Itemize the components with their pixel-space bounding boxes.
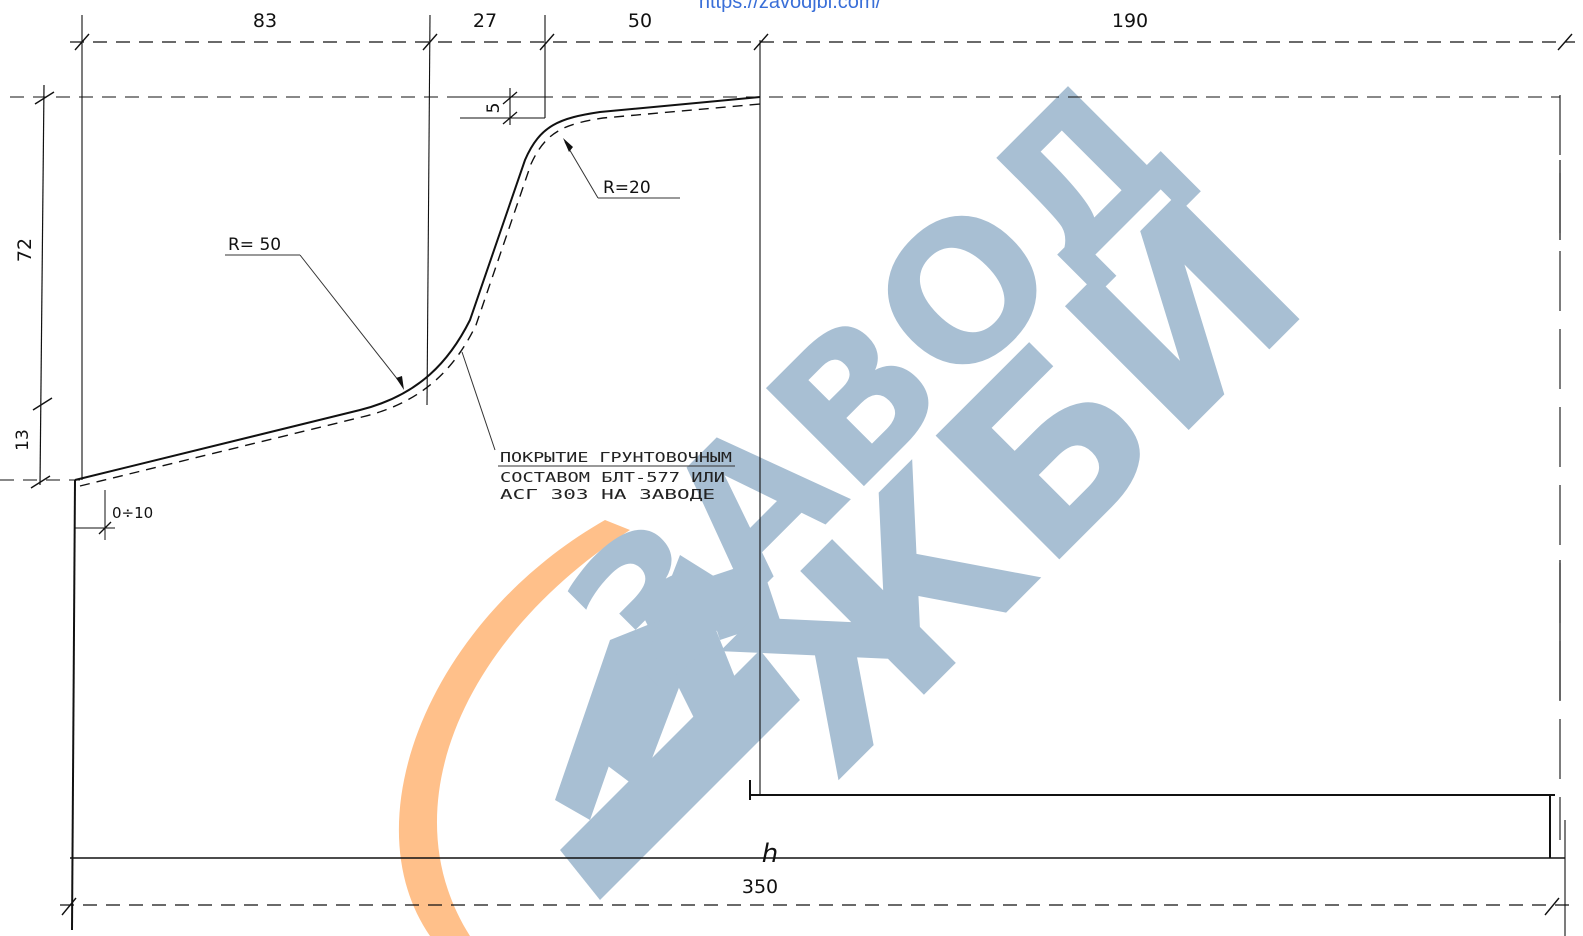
dim-83: 83 — [253, 10, 277, 32]
dim-350: 350 — [742, 876, 778, 898]
top-dimension-chain: 83 27 50 190 — [70, 10, 1575, 51]
callout-r50-label: R= 50 — [228, 235, 281, 255]
source-url[interactable]: https://zavodjbi.com/ — [699, 0, 882, 13]
dim-50: 50 — [628, 10, 652, 32]
body-outline — [70, 160, 1565, 931]
coating-note: ПОКРЫТИЕ ГРУНТОВОЧНЫМ СОСТАВОМ БЛТ-577 И… — [461, 351, 735, 503]
dim-190: 190 — [1112, 10, 1148, 32]
dim-27: 27 — [473, 10, 497, 32]
coating-note-line2: СОСТАВОМ БЛТ-577 ИЛИ — [500, 471, 725, 486]
callout-r20: R=20 — [563, 138, 680, 199]
dim-5: 5 — [484, 103, 504, 114]
callout-r20-label: R=20 — [603, 178, 651, 198]
coating-note-line1: ПОКРЫТИЕ ГРУНТОВОЧНЫМ — [500, 451, 732, 466]
callout-r50: R= 50 — [225, 235, 404, 390]
reference-lines — [0, 96, 1560, 481]
bottom-dimension: 350 h — [60, 820, 1570, 936]
dim-offset: 0÷10 — [112, 504, 153, 522]
watermark-emblem — [555, 555, 800, 900]
watermark-logo: ЗАВОД ЖБИ — [398, 38, 1355, 936]
profile-curve — [74, 96, 761, 487]
coating-note-line3: АСГ 303 НА ЗАВОДЕ — [500, 488, 715, 503]
dim-h-mark: h — [762, 839, 778, 869]
dim-13: 13 — [13, 429, 33, 451]
watermark-orange-arc — [398, 520, 630, 936]
dim-5-group: 5 — [460, 88, 545, 125]
offset-dimension: 0÷10 — [75, 490, 153, 540]
dim-72: 72 — [14, 238, 36, 262]
left-dimension-chain: 72 13 — [13, 84, 55, 489]
